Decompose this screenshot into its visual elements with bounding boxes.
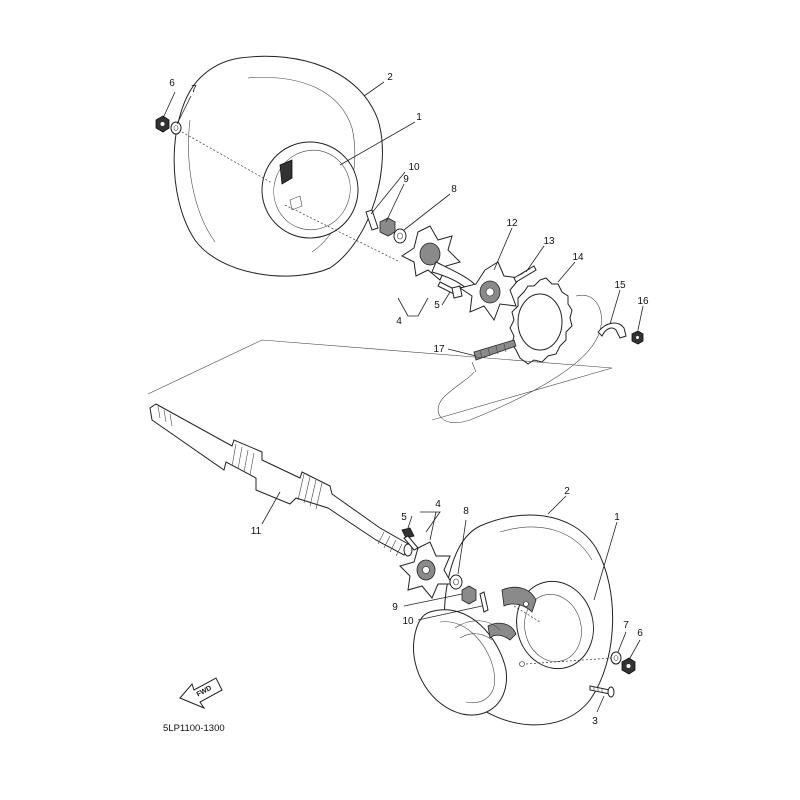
callout-lower-10: 10 bbox=[402, 616, 414, 627]
callout-upper-16: 16 bbox=[637, 296, 649, 307]
lower-stud-bolt-3 bbox=[589, 685, 615, 698]
upper-bracket-15 bbox=[597, 322, 627, 339]
upper-wheel-assembly: 6 7 2 1 10 9 8 12 13 14 15 16 5 4 17 bbox=[155, 55, 649, 423]
lower-washer-8 bbox=[449, 574, 463, 590]
upper-washer-7 bbox=[170, 121, 182, 135]
callout-lower-8: 8 bbox=[463, 506, 469, 517]
upper-sprocket-hub-12 bbox=[458, 261, 521, 322]
upper-nut-6 bbox=[155, 115, 170, 133]
lower-tire bbox=[412, 514, 614, 726]
callout-axle-11: 11 bbox=[251, 526, 262, 537]
callout-upper-10: 10 bbox=[408, 162, 420, 173]
lower-washer-7 bbox=[610, 651, 622, 665]
upper-tire bbox=[173, 55, 383, 277]
callout-lower-7: 7 bbox=[623, 620, 629, 631]
callout-lower-3: 3 bbox=[592, 716, 598, 727]
callout-lower-9: 9 bbox=[392, 602, 398, 613]
upper-cotter-pin-10 bbox=[365, 209, 379, 231]
callout-upper-13: 13 bbox=[543, 236, 555, 247]
diagram-code: 5LP1100-1300 bbox=[163, 723, 225, 734]
callout-upper-17: 17 bbox=[433, 344, 445, 355]
upper-washer-8 bbox=[393, 228, 407, 244]
callout-lower-2: 2 bbox=[564, 486, 570, 497]
lower-hub-4 bbox=[399, 541, 453, 599]
lower-bolt-5 bbox=[401, 527, 419, 551]
callout-upper-2: 2 bbox=[387, 72, 393, 83]
upper-sprocket-14 bbox=[509, 277, 573, 365]
lower-wheel-assembly: 4 5 8 2 1 9 10 7 6 3 bbox=[392, 486, 643, 727]
callout-lower-6: 6 bbox=[637, 628, 643, 639]
callout-upper-15: 15 bbox=[614, 280, 626, 291]
callout-upper-4: 4 bbox=[396, 316, 402, 327]
callout-upper-12: 12 bbox=[506, 218, 518, 229]
callout-lower-5: 5 bbox=[401, 512, 407, 523]
upper-bolt-13 bbox=[513, 265, 537, 283]
callout-upper-1: 1 bbox=[416, 112, 422, 123]
callout-upper-5: 5 bbox=[434, 300, 440, 311]
fwd-arrow-icon: FWD bbox=[179, 677, 223, 710]
upper-hub-4 bbox=[401, 225, 477, 291]
upper-nut-16 bbox=[631, 330, 644, 345]
callout-lower-4: 4 bbox=[435, 499, 441, 510]
callout-lower-1: 1 bbox=[614, 512, 620, 523]
callout-upper-7: 7 bbox=[191, 84, 197, 95]
callout-upper-9: 9 bbox=[403, 174, 409, 185]
callout-upper-14: 14 bbox=[572, 252, 584, 263]
lower-cotter-pin-10 bbox=[479, 591, 489, 613]
callout-upper-8: 8 bbox=[451, 184, 457, 195]
upper-nut-9 bbox=[379, 217, 396, 237]
upper-bolt-5 bbox=[437, 281, 463, 299]
lower-nut-6 bbox=[621, 657, 636, 675]
callout-upper-6: 6 bbox=[169, 78, 175, 89]
upper-chain-17 bbox=[471, 339, 517, 373]
lower-nut-9 bbox=[461, 585, 477, 605]
